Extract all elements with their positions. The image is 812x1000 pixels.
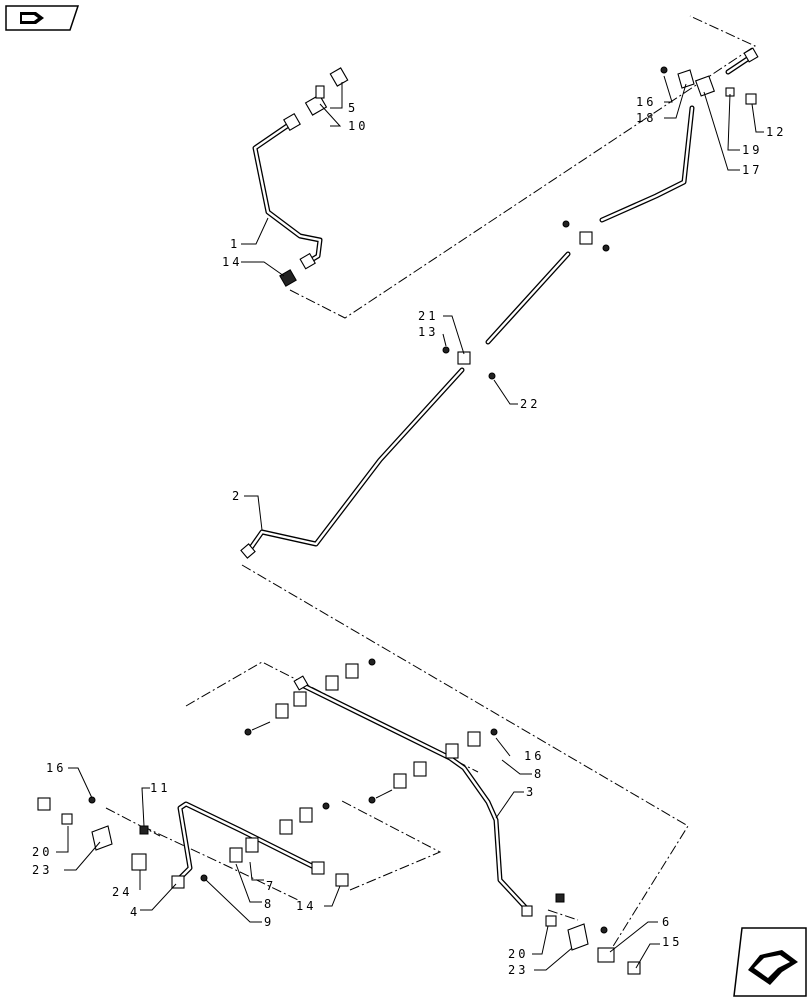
callout-21: 21 [418, 309, 438, 323]
callout-12: 12 [766, 125, 786, 139]
callout-13: 13 [418, 325, 438, 339]
callout-16: 16 [636, 95, 656, 109]
callout-5: 5 [348, 101, 358, 115]
callout-1: 1 [230, 237, 240, 251]
callout-8: 8 [264, 897, 274, 911]
fitting-20-left [37, 797, 113, 851]
fitting-10 [304, 85, 328, 116]
tube-3 [297, 681, 529, 911]
phantom-line-lower-3 [339, 799, 442, 891]
fitting-20-right [545, 915, 589, 951]
tube-nut [299, 252, 316, 270]
fitting-15 [627, 961, 641, 975]
bolt-12 [745, 93, 757, 105]
tube-nut [283, 113, 301, 131]
clamp-21 [457, 351, 471, 365]
callout-22: 22 [520, 397, 540, 411]
callout-18: 18 [636, 111, 656, 125]
clip-18 [677, 69, 695, 89]
callout-14: 14 [222, 255, 242, 269]
callout-2: 2 [232, 489, 242, 503]
nut-lower-right [600, 926, 608, 934]
clip-pair [244, 658, 376, 736]
callout-20: 20 [32, 845, 52, 859]
tube-upper-right [599, 105, 695, 223]
clip-pair [368, 728, 498, 804]
nut-16-upper [660, 66, 668, 74]
tube-4 [175, 801, 319, 883]
clip-17 [694, 75, 716, 97]
nut-22 [488, 372, 496, 380]
callout-6: 6 [662, 915, 672, 929]
tube-nut [311, 861, 325, 875]
callout-19: 19 [742, 143, 762, 157]
clip-pair [200, 802, 330, 882]
tube-nut [521, 905, 533, 917]
callout-24: 24 [112, 885, 132, 899]
callout-9: 9 [264, 915, 274, 929]
clamp-upper-mid [562, 220, 610, 252]
tube-2 [245, 367, 465, 555]
callout-14: 14 [296, 899, 316, 913]
tube-nut [240, 543, 256, 559]
leader-lines [56, 75, 764, 971]
callout-23: 23 [508, 963, 528, 977]
callout-3: 3 [526, 785, 536, 799]
callout-8: 8 [534, 767, 544, 781]
tube-nut [293, 675, 309, 691]
fitting-24 [131, 853, 147, 871]
bolt-lower-right [555, 893, 565, 903]
callout-4: 4 [130, 905, 140, 919]
callout-16: 16 [524, 749, 544, 763]
phantom-line-middle [241, 564, 689, 949]
previous-page-icon[interactable] [5, 5, 80, 31]
nut-11 [139, 825, 149, 835]
callout-16: 16 [46, 761, 66, 775]
fitting-14-lower [335, 873, 349, 887]
callout-10: 10 [348, 119, 368, 133]
tube-1 [252, 121, 323, 265]
bolt-upper [725, 47, 759, 75]
fitting-14-upper [279, 269, 297, 287]
callout-11: 11 [150, 781, 170, 795]
callout-15: 15 [662, 935, 682, 949]
bolt-13 [442, 346, 450, 354]
phantom-line-lower-2 [141, 825, 299, 901]
phantom-line-small-2 [547, 909, 579, 921]
phantom-line-small [105, 807, 161, 837]
phantom-line-upper [289, 15, 757, 319]
callout-23: 23 [32, 863, 52, 877]
callout-20: 20 [508, 947, 528, 961]
callout-7: 7 [266, 879, 276, 893]
tube-upper-mid [485, 251, 571, 345]
callout-17: 17 [742, 163, 762, 177]
next-page-icon[interactable] [733, 927, 807, 997]
fitting-5 [329, 67, 349, 87]
